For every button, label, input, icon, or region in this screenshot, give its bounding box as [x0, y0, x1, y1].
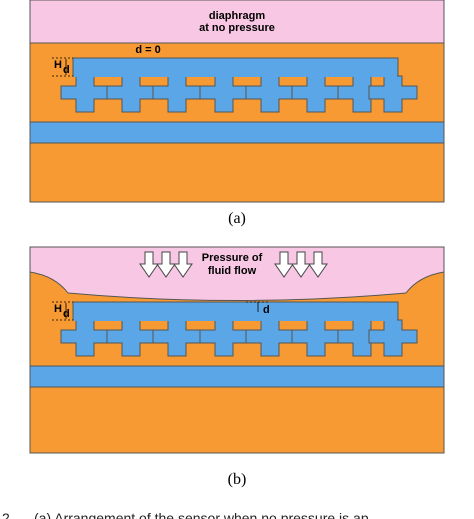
- substrate-lower: [29, 142, 445, 203]
- h-subscript-a: d: [63, 64, 70, 76]
- blue-strip: [29, 121, 445, 144]
- deflected-diaphragm: [29, 271, 445, 386]
- gap-label-a: d = 0: [135, 44, 160, 56]
- panel-a: diaphragm at no pressure d = 0 H d (a): [29, 0, 445, 227]
- panel-b: Pressure of fluid flow d H d (b): [29, 246, 445, 488]
- sub-label-a: (a): [228, 210, 246, 227]
- blue-strip-b: [29, 365, 445, 388]
- comb-electrode: [60, 57, 418, 113]
- substrate-upper: [29, 42, 445, 123]
- comb-electrode-b: [60, 301, 418, 357]
- h-label-a: H: [54, 59, 62, 71]
- h-subscript-b: d: [63, 308, 70, 320]
- diaphragm-label-1: diaphragm: [209, 10, 265, 22]
- diaphragm-label-2: at no pressure: [199, 22, 275, 34]
- pressure-label-2: fluid flow: [208, 265, 257, 277]
- caption-text: (a) Arrangement of the sensor when no pr…: [34, 510, 369, 519]
- sub-label-b: (b): [228, 471, 247, 488]
- diaphragm-layer: [29, 0, 445, 44]
- pressure-label-1: Pressure of: [202, 252, 263, 264]
- caption-fig-num: 2: [2, 510, 10, 519]
- gap-label-b: d: [263, 304, 270, 316]
- h-label-b: H: [54, 303, 62, 315]
- caption: 2 (a) Arrangement of the sensor when no …: [2, 510, 369, 519]
- substrate-lower-b: [29, 386, 445, 454]
